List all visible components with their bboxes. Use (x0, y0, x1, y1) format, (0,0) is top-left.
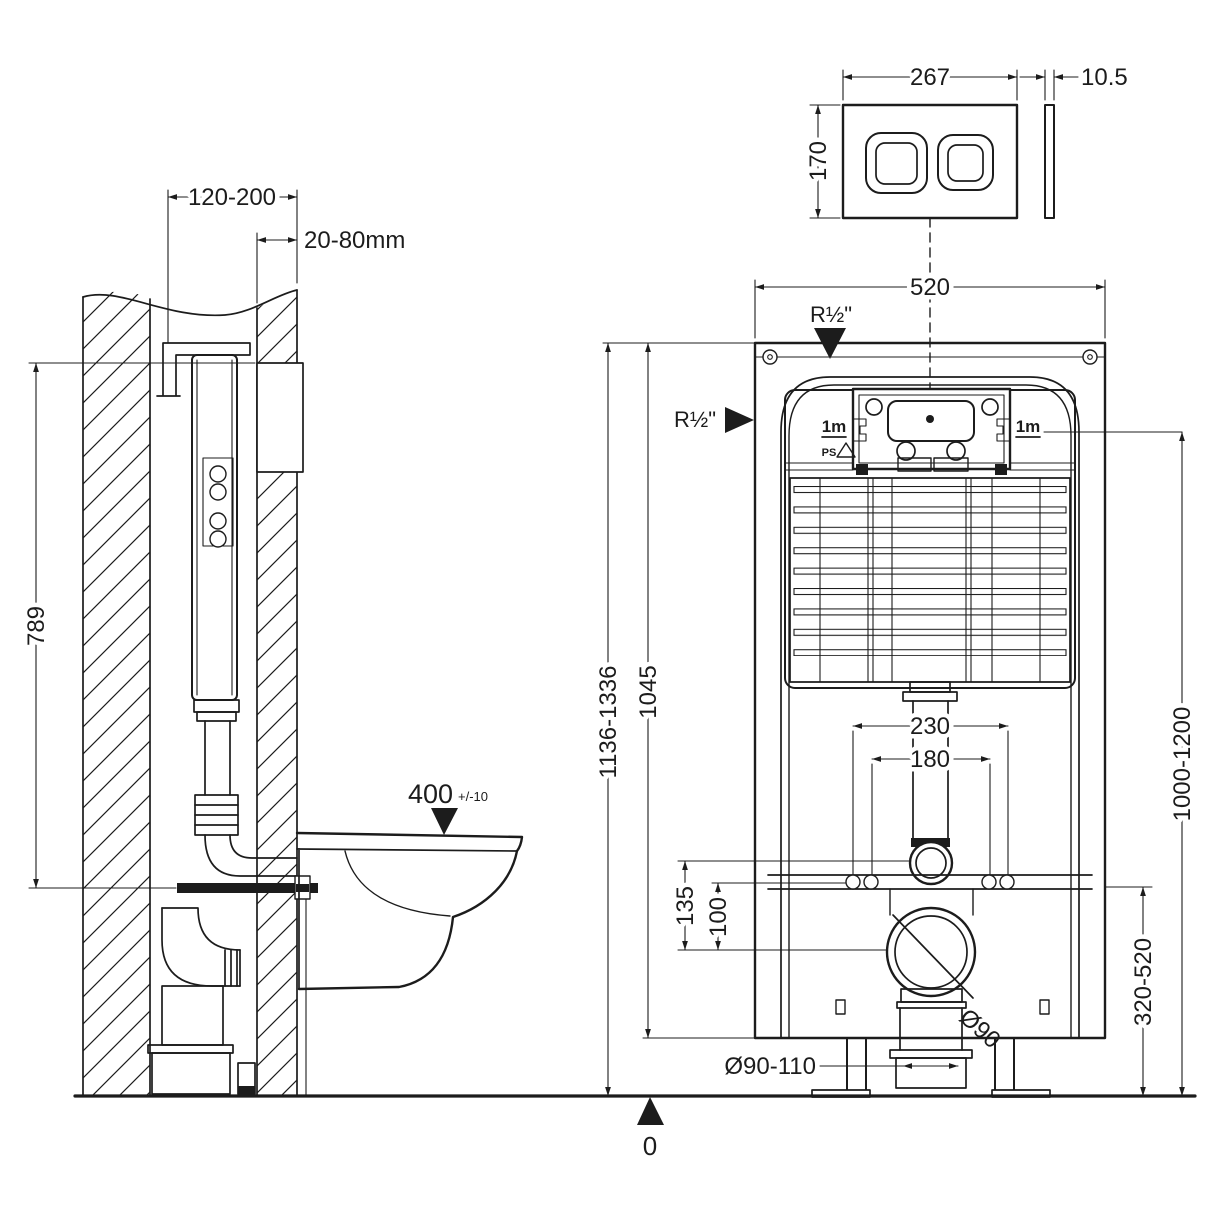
supply-left: 1m PS (821, 417, 856, 459)
side-section-view: 120-200 20-80mm 789 400 +/-10 (19, 180, 524, 1097)
dim-frame-width: 520 (754, 270, 1106, 339)
fixing-hole (981, 874, 997, 890)
supply-left-sub-label: PS (822, 447, 837, 459)
dim-outlet-height: 320-520 (1104, 886, 1162, 1097)
supply-height-label: 1000-1200 (1169, 707, 1196, 822)
ground: 0 (73, 1094, 1197, 1161)
rail-clip (835, 999, 846, 1015)
frame-legs (846, 1037, 1015, 1091)
outlet-height-label: 320-520 (1130, 938, 1157, 1026)
outlet-diameter-label: Ø90-110 (724, 1053, 816, 1080)
water-inlet-side: R½" (674, 407, 754, 433)
dim-flush-drop: 135 (668, 860, 704, 951)
valve-screw (209, 483, 227, 501)
fixing-rod (177, 883, 318, 893)
ps-triangle-icon (836, 442, 856, 458)
supply-left-label: 1m (822, 417, 847, 436)
waste-pipe (889, 988, 973, 1089)
frame-depth-label: 120-200 (188, 184, 276, 211)
rim-height-label: 400 (408, 779, 453, 809)
valve-screw (209, 530, 227, 548)
dim-plate-height: 170 (801, 104, 841, 219)
frame-screw (1082, 349, 1098, 365)
valve-screw (209, 465, 227, 483)
dim-frame-depth: 120-200 (167, 180, 298, 344)
rail-clip (1039, 999, 1050, 1015)
water-inlet-top: R½" (810, 302, 852, 359)
dim-fixing-drop: 100 (701, 882, 737, 951)
hanger-bracket (156, 342, 251, 397)
wall-hatch-front (257, 290, 297, 1096)
dim-supply-height: 1000-1200 (1165, 431, 1201, 1097)
flush-bend (193, 699, 298, 877)
dim-outlet-diameter: Ø90-110 (720, 1049, 959, 1085)
inlet-arrow-down-icon (814, 328, 846, 359)
dim-frame-body-height: 1045 (631, 342, 756, 1039)
frame-screw (762, 349, 778, 365)
flush-button-small (937, 134, 994, 191)
dim-frame-height: 1136-1336 (591, 342, 756, 1097)
fixing-hole (863, 874, 879, 890)
toilet-bowl (295, 831, 524, 991)
fixing-centres-label: 180 (910, 746, 950, 773)
insulation-grid (789, 477, 1071, 683)
frame-body-height-label: 1045 (635, 665, 662, 718)
water-inlet-top-label: R½" (810, 302, 852, 327)
dim-flush-pipe-centres: 230 (852, 709, 1009, 875)
dim-fixing-centres: 180 (871, 742, 991, 875)
plate-sleeve-section (256, 362, 304, 473)
flush-drop-label: 135 (672, 886, 699, 926)
fixing-drop-label: 100 (705, 897, 732, 937)
flush-plate-front (841, 103, 1019, 220)
cross-rail (767, 874, 1093, 890)
plate-thickness-label: 10.5 (1081, 64, 1128, 91)
plate-height-label: 170 (805, 141, 832, 181)
supply-right: 1m (1015, 417, 1041, 438)
wall-hatch-left (83, 291, 150, 1097)
floor-level-label: 0 (643, 1131, 657, 1161)
plate-width-label: 267 (910, 64, 950, 91)
flush-plate-views: 267 10.5 170 (801, 60, 1128, 414)
wall-break-line (82, 289, 298, 317)
inlet-arrow-right-icon (725, 407, 754, 433)
cistern-height-label: 789 (23, 606, 50, 646)
front-view: 520 R½" R½" (591, 270, 1201, 1098)
flush-pipe-centres-label: 230 (910, 713, 950, 740)
frame-height-label: 1136-1336 (595, 666, 622, 779)
water-inlet-side-label: R½" (674, 407, 716, 432)
flush-button-large (865, 132, 928, 194)
frame-width-label: 520 (910, 274, 950, 301)
waste-outlet (885, 906, 977, 998)
waste-diagonal (892, 914, 974, 999)
rim-height-tolerance-label: +/-10 (458, 789, 488, 804)
access-box (851, 387, 1012, 475)
finish-thickness-label: 20-80mm (304, 227, 405, 254)
supply-right-label: 1m (1016, 417, 1041, 436)
centerline-dot (926, 415, 934, 423)
drain-elbow-section (147, 907, 241, 1095)
dim-rim-height: 400 +/-10 (408, 779, 488, 835)
dim-cistern-height: 789 (19, 362, 256, 889)
fixing-hole (845, 874, 861, 890)
dim-plate-width: 267 (842, 60, 1018, 101)
dim-finish-thickness: 20-80mm (256, 227, 405, 304)
level-marker-icon (431, 808, 458, 835)
frame-outer (753, 341, 1107, 1040)
floor-level-marker-icon (637, 1097, 664, 1125)
fixing-hole (999, 874, 1015, 890)
flush-plate-side (1044, 104, 1055, 219)
access-window (887, 400, 975, 442)
valve-screw (209, 512, 227, 530)
dim-plate-thickness: 10.5 (1019, 64, 1128, 101)
